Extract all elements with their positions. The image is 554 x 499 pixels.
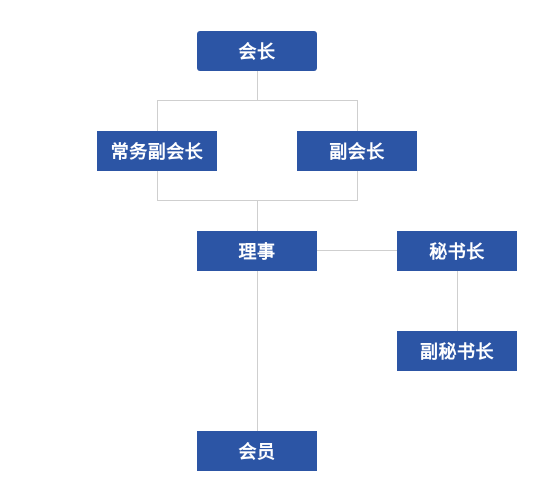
connector-to-executive-vp xyxy=(157,100,158,131)
node-member: 会员 xyxy=(197,431,317,471)
connector-to-director xyxy=(257,200,258,231)
connector-to-vp xyxy=(357,100,358,131)
node-deputy-secretary-general: 副秘书长 xyxy=(397,331,517,371)
node-secretary-general: 秘书长 xyxy=(397,231,517,271)
connector-president-down xyxy=(257,70,258,101)
node-vice-president: 副会长 xyxy=(297,131,417,171)
connector-executive-vp-down xyxy=(157,170,158,201)
node-director: 理事 xyxy=(197,231,317,271)
connector-top-bracket xyxy=(157,100,357,101)
connector-vp-down xyxy=(357,170,358,201)
connector-secretary-to-deputy xyxy=(457,270,458,331)
node-president: 会长 xyxy=(197,31,317,71)
connector-director-to-secretary xyxy=(317,250,397,251)
node-executive-vice-president: 常务副会长 xyxy=(97,131,217,171)
connector-director-to-member xyxy=(257,270,258,431)
